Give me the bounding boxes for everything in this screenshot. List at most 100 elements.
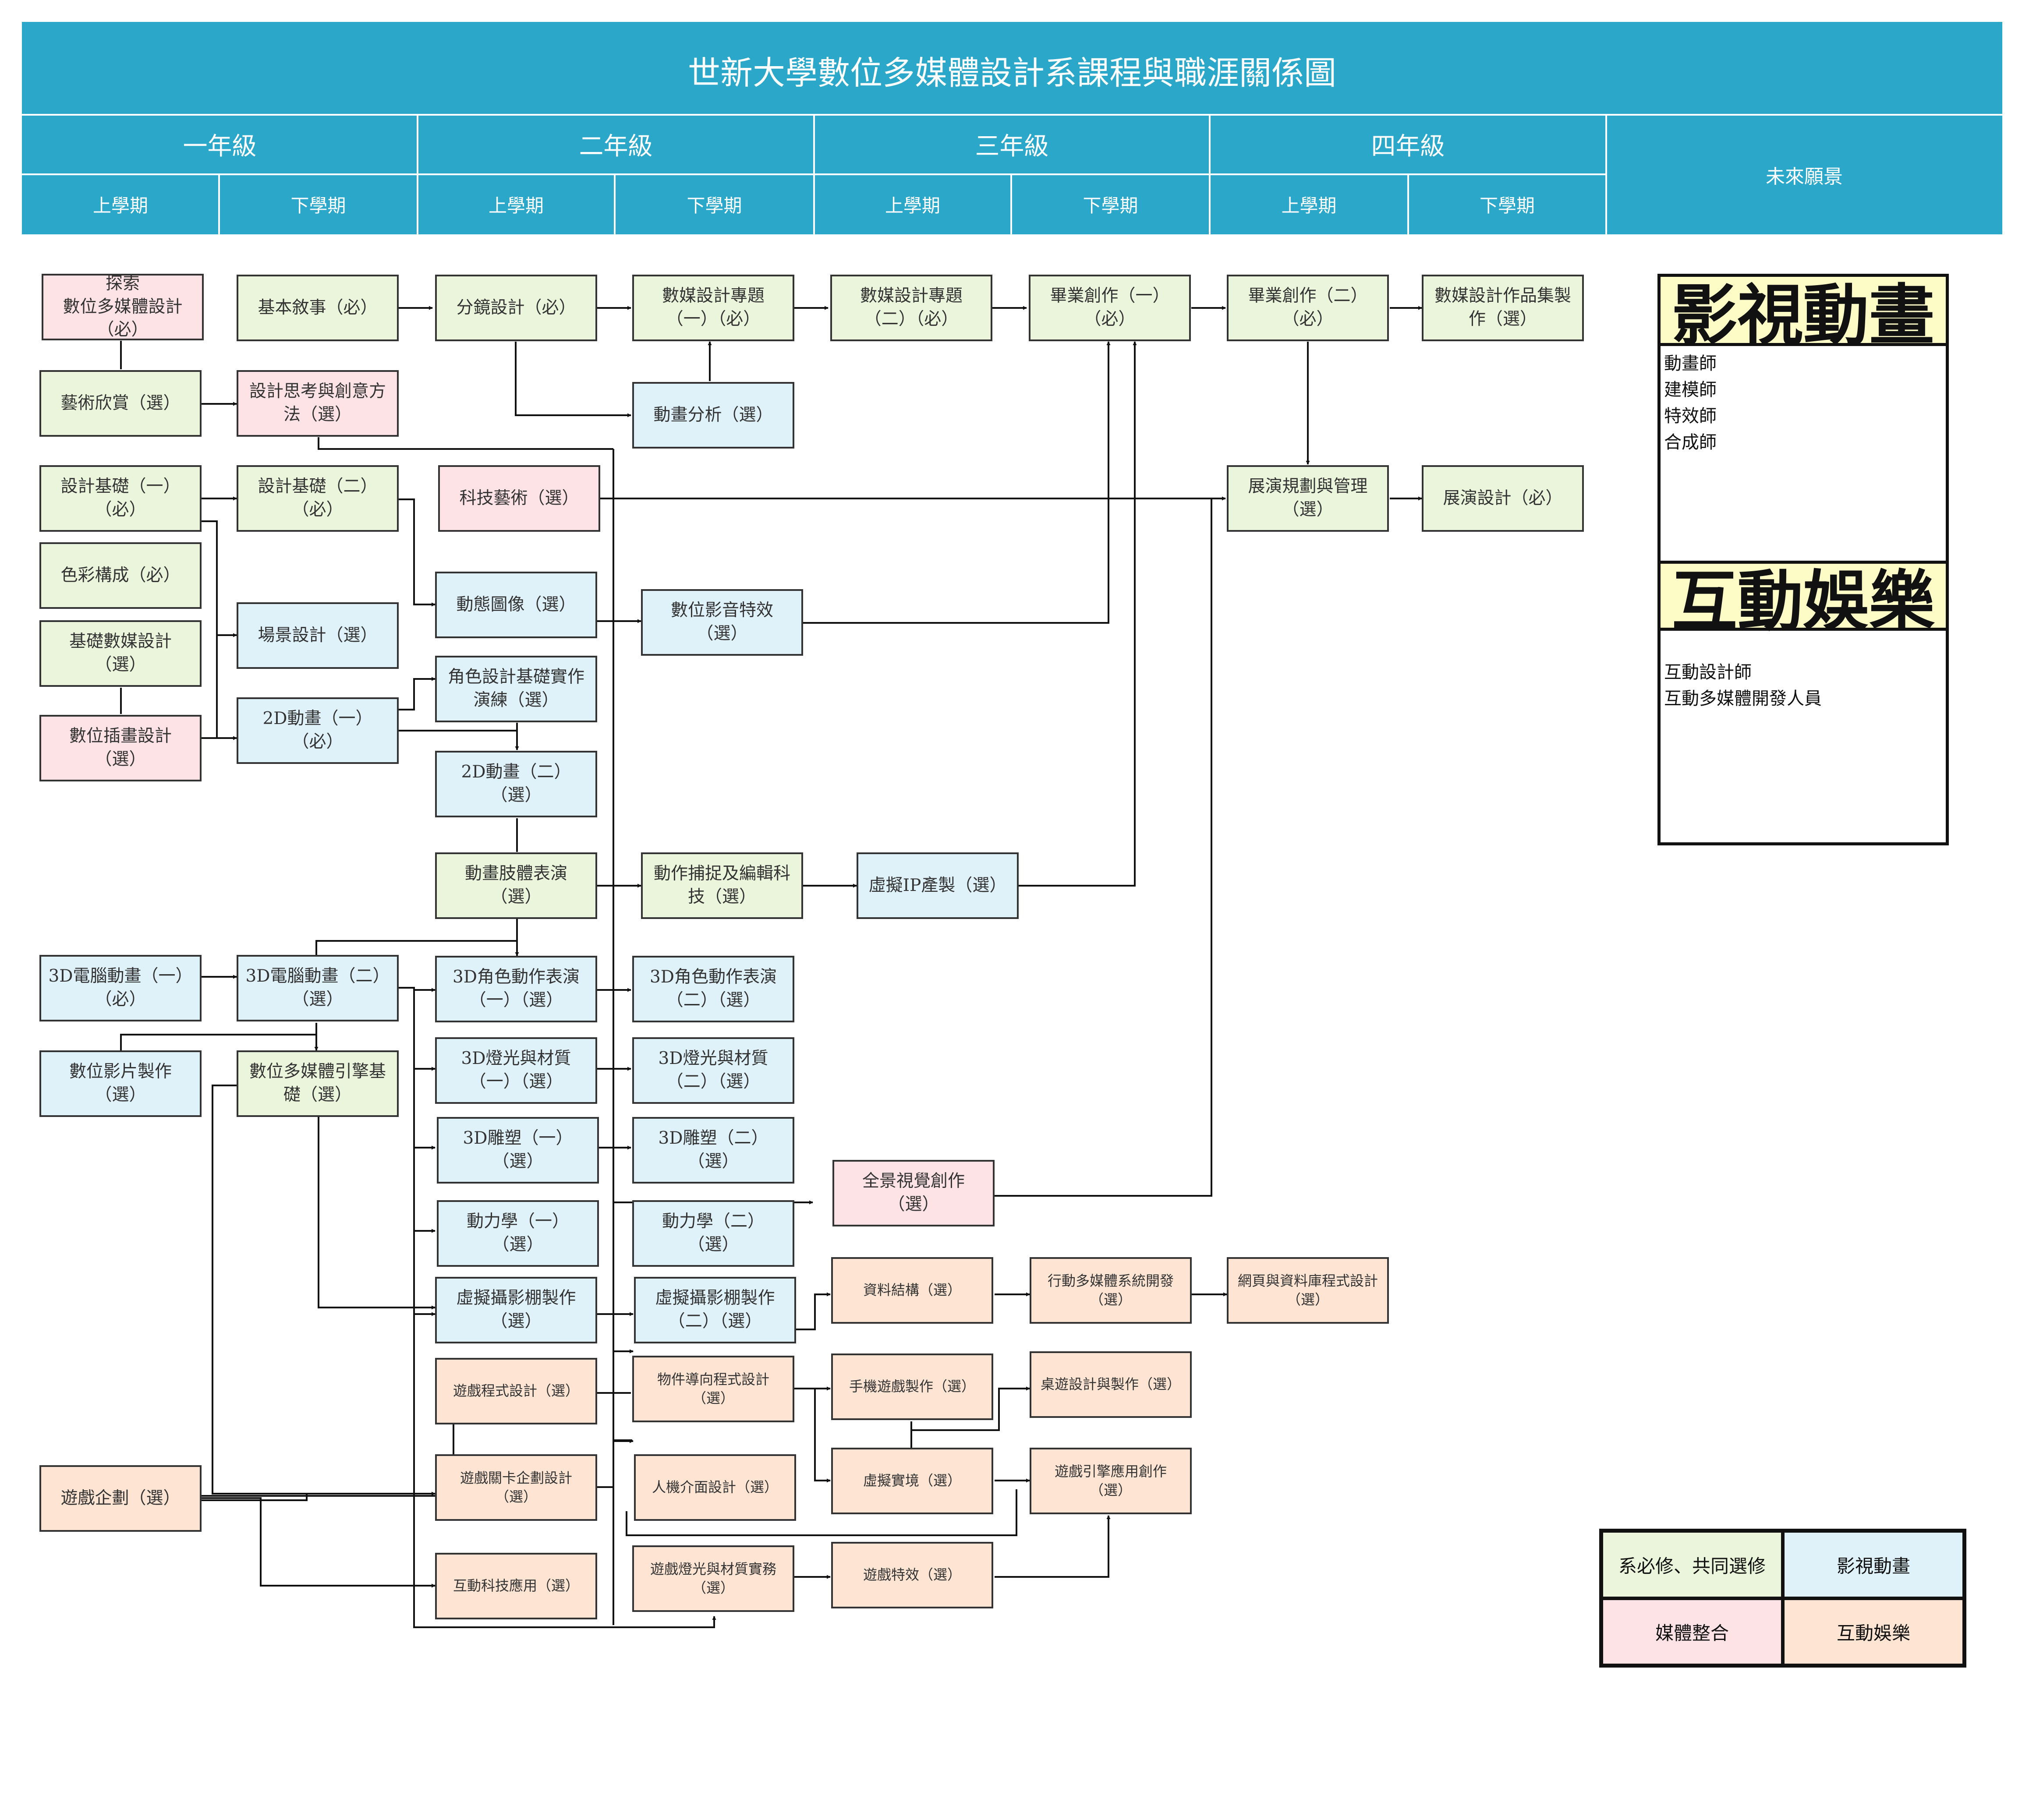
year-3-label: 三年級 xyxy=(975,132,1049,161)
semester-1-lower: 下學期 xyxy=(290,195,346,216)
arrow-storyboard-analysis xyxy=(515,342,631,417)
course-basic-media: 基礎數媒設計 （選） xyxy=(39,620,202,687)
course-exhibition-design: 展演設計（必） xyxy=(1422,465,1584,532)
course-game-vfx: 遊戲特效（選） xyxy=(831,1542,993,1608)
course-basic-narrative: 基本敘事（必） xyxy=(237,275,399,341)
course-portfolio: 數媒設計作品集製 作（選） xyxy=(1422,275,1584,341)
course-game-lighting: 遊戲燈光與材質實務 （選） xyxy=(632,1545,794,1612)
course-engine-app: 遊戲引擎應用創作 （選） xyxy=(1030,1448,1192,1514)
career-interactive-jobs: 互動設計師 互動多媒體開發人員 xyxy=(1664,662,1822,709)
course-game-programming: 遊戲程式設計（選） xyxy=(435,1358,597,1424)
arrow-2d1-2d2 xyxy=(399,730,519,750)
course-board-game: 桌遊設計與製作（選） xyxy=(1030,1351,1192,1418)
year-2-label: 二年級 xyxy=(579,132,653,161)
legend-interactive: 互動娛樂 xyxy=(1783,1598,1964,1665)
course-mobile-game: 手機遊戲製作（選） xyxy=(831,1354,993,1420)
legend-common: 系必修、共同選修 xyxy=(1601,1531,1783,1598)
semester-1-upper: 上學期 xyxy=(92,195,148,216)
course-project-2: 數媒設計專題 （二）（必） xyxy=(830,275,992,341)
year-4-label: 四年級 xyxy=(1371,132,1445,161)
course-web-database: 網頁與資料庫程式設計 （選） xyxy=(1227,1257,1389,1324)
arrow-3d2-bus xyxy=(399,987,716,1628)
course-explore: 探索 數位多媒體設計 （必） xyxy=(42,274,204,340)
arrow-planning-interactive xyxy=(202,1497,436,1588)
course-2d-animation-2: 2D動畫（二） （選） xyxy=(435,751,597,817)
legend-animation: 影視動畫 xyxy=(1783,1531,1964,1598)
course-body-performance: 動畫肢體表演 （選） xyxy=(435,852,597,919)
course-digital-film: 數位影片製作 （選） xyxy=(39,1050,202,1117)
year-1-label: 一年級 xyxy=(183,132,257,161)
line-thinking-bus xyxy=(318,437,613,450)
course-design-basic-1: 設計基礎（一） （必） xyxy=(39,465,202,532)
semester-3-lower: 下學期 xyxy=(1083,195,1138,216)
semester-3-upper: 上學期 xyxy=(885,195,940,216)
course-3d-character-1: 3D角色動作表演 （一）（選） xyxy=(435,956,597,1022)
course-av-effects: 數位影音特效 （選） xyxy=(641,589,803,656)
arrow-engine-level xyxy=(212,1085,436,1496)
semester-2-lower: 下學期 xyxy=(687,195,742,216)
course-storyboard: 分鏡設計（必） xyxy=(435,275,597,341)
arrow-oop-vr xyxy=(794,1388,831,1483)
course-panorama: 全景視覺創作 （選） xyxy=(832,1160,995,1226)
course-virtual-studio-2: 虛擬攝影棚製作 （二）（選） xyxy=(634,1277,796,1343)
course-3d-lighting-1: 3D燈光與材質 （一）（選） xyxy=(435,1037,597,1104)
course-dynamics-2: 動力學（二） （選） xyxy=(632,1200,794,1267)
course-graduation-2: 畢業創作（二） （必） xyxy=(1227,275,1389,341)
arrow-engine-vs1 xyxy=(318,1117,436,1310)
line-hci-engine xyxy=(626,1489,1017,1536)
course-design-basic-2: 設計基礎（二） （必） xyxy=(237,465,399,532)
course-character-design: 角色設計基礎實作 演練（選） xyxy=(435,656,597,722)
course-exhibition-management: 展演規劃與管理 （選） xyxy=(1227,465,1389,532)
career-film-animation-jobs: 動畫師 建模師 特效師 合成師 xyxy=(1664,353,1717,452)
page-title: 世新大學數位多媒體設計系課程與職涯關係圖 xyxy=(688,54,1336,92)
legend xyxy=(1599,1529,1966,1668)
line-3d2-char xyxy=(315,940,517,956)
course-3d-sculpt-1: 3D雕塑（一） （選） xyxy=(437,1117,599,1184)
course-motion-graphics: 動態圖像（選） xyxy=(435,572,597,638)
course-2d-animation-1: 2D動畫（一） （必） xyxy=(237,697,399,764)
arrow-level-hci xyxy=(597,1439,634,1488)
course-3d-animation-2: 3D電腦動畫（二） （選） xyxy=(237,955,399,1021)
future-vision-label: 未來願景 xyxy=(1766,165,1843,188)
line-film-engine xyxy=(120,1034,316,1050)
course-3d-lighting-2: 3D燈光與材質 （二）（選） xyxy=(632,1037,794,1104)
course-oop: 物件導向程式設計 （選） xyxy=(632,1356,794,1422)
arrow-basic-bus-2d xyxy=(202,520,237,740)
line-hci-stub xyxy=(613,1439,632,1441)
course-level-design: 遊戲關卡企劃設計 （選） xyxy=(435,1454,597,1521)
course-animation-analysis: 動畫分析（選） xyxy=(632,382,794,449)
semester-4-upper: 上學期 xyxy=(1281,195,1337,216)
course-hci: 人機介面設計（選） xyxy=(634,1454,796,1521)
line-planning-gameprog xyxy=(202,1392,454,1497)
line-planning-bus xyxy=(202,1494,308,1501)
course-3d-animation-1: 3D電腦動畫（一） （必） xyxy=(39,955,202,1021)
course-color: 色彩構成（必） xyxy=(39,542,202,609)
course-design-thinking: 設計思考與創意方 法（選） xyxy=(237,370,399,437)
course-3d-character-2: 3D角色動作表演 （二）（選） xyxy=(632,956,794,1022)
course-scene-design: 場景設計（選） xyxy=(237,602,399,669)
career-interactive-title: 互動娛樂 xyxy=(1657,561,1949,640)
course-3d-sculpt-2: 3D雕塑（二） （選） xyxy=(632,1117,794,1184)
semester-4-lower: 下學期 xyxy=(1479,195,1535,216)
career-film-animation-title: 影視動畫 xyxy=(1657,274,1949,354)
course-virtual-ip: 虛擬IP產製（選） xyxy=(857,852,1019,919)
course-interactive-tech: 互動科技應用（選） xyxy=(435,1553,597,1619)
semester-2-upper: 上學期 xyxy=(488,195,544,216)
arrow-oop-data xyxy=(794,1292,831,1330)
course-virtual-studio-1: 虛擬攝影棚製作 （選） xyxy=(435,1277,597,1343)
course-game-planning: 遊戲企劃（選） xyxy=(39,1465,202,1532)
arrow-ip-grad1 xyxy=(1019,341,1137,887)
arrow-av-grad1 xyxy=(803,341,1111,624)
course-tech-art: 科技藝術（選） xyxy=(438,465,600,532)
arrow-2d1-char xyxy=(399,677,436,710)
course-art-appreciation: 藝術欣賞（選） xyxy=(39,370,202,437)
course-data-structure: 資料結構（選） xyxy=(831,1257,993,1324)
career-panel xyxy=(1657,274,1949,845)
course-graduation-1: 畢業創作（一） （必） xyxy=(1029,275,1191,341)
legend-media: 媒體整合 xyxy=(1601,1598,1783,1665)
course-motion-capture: 動作捕捉及編輯科 技（選） xyxy=(641,852,803,919)
arrow-vfx-engineapp xyxy=(995,1515,1111,1578)
